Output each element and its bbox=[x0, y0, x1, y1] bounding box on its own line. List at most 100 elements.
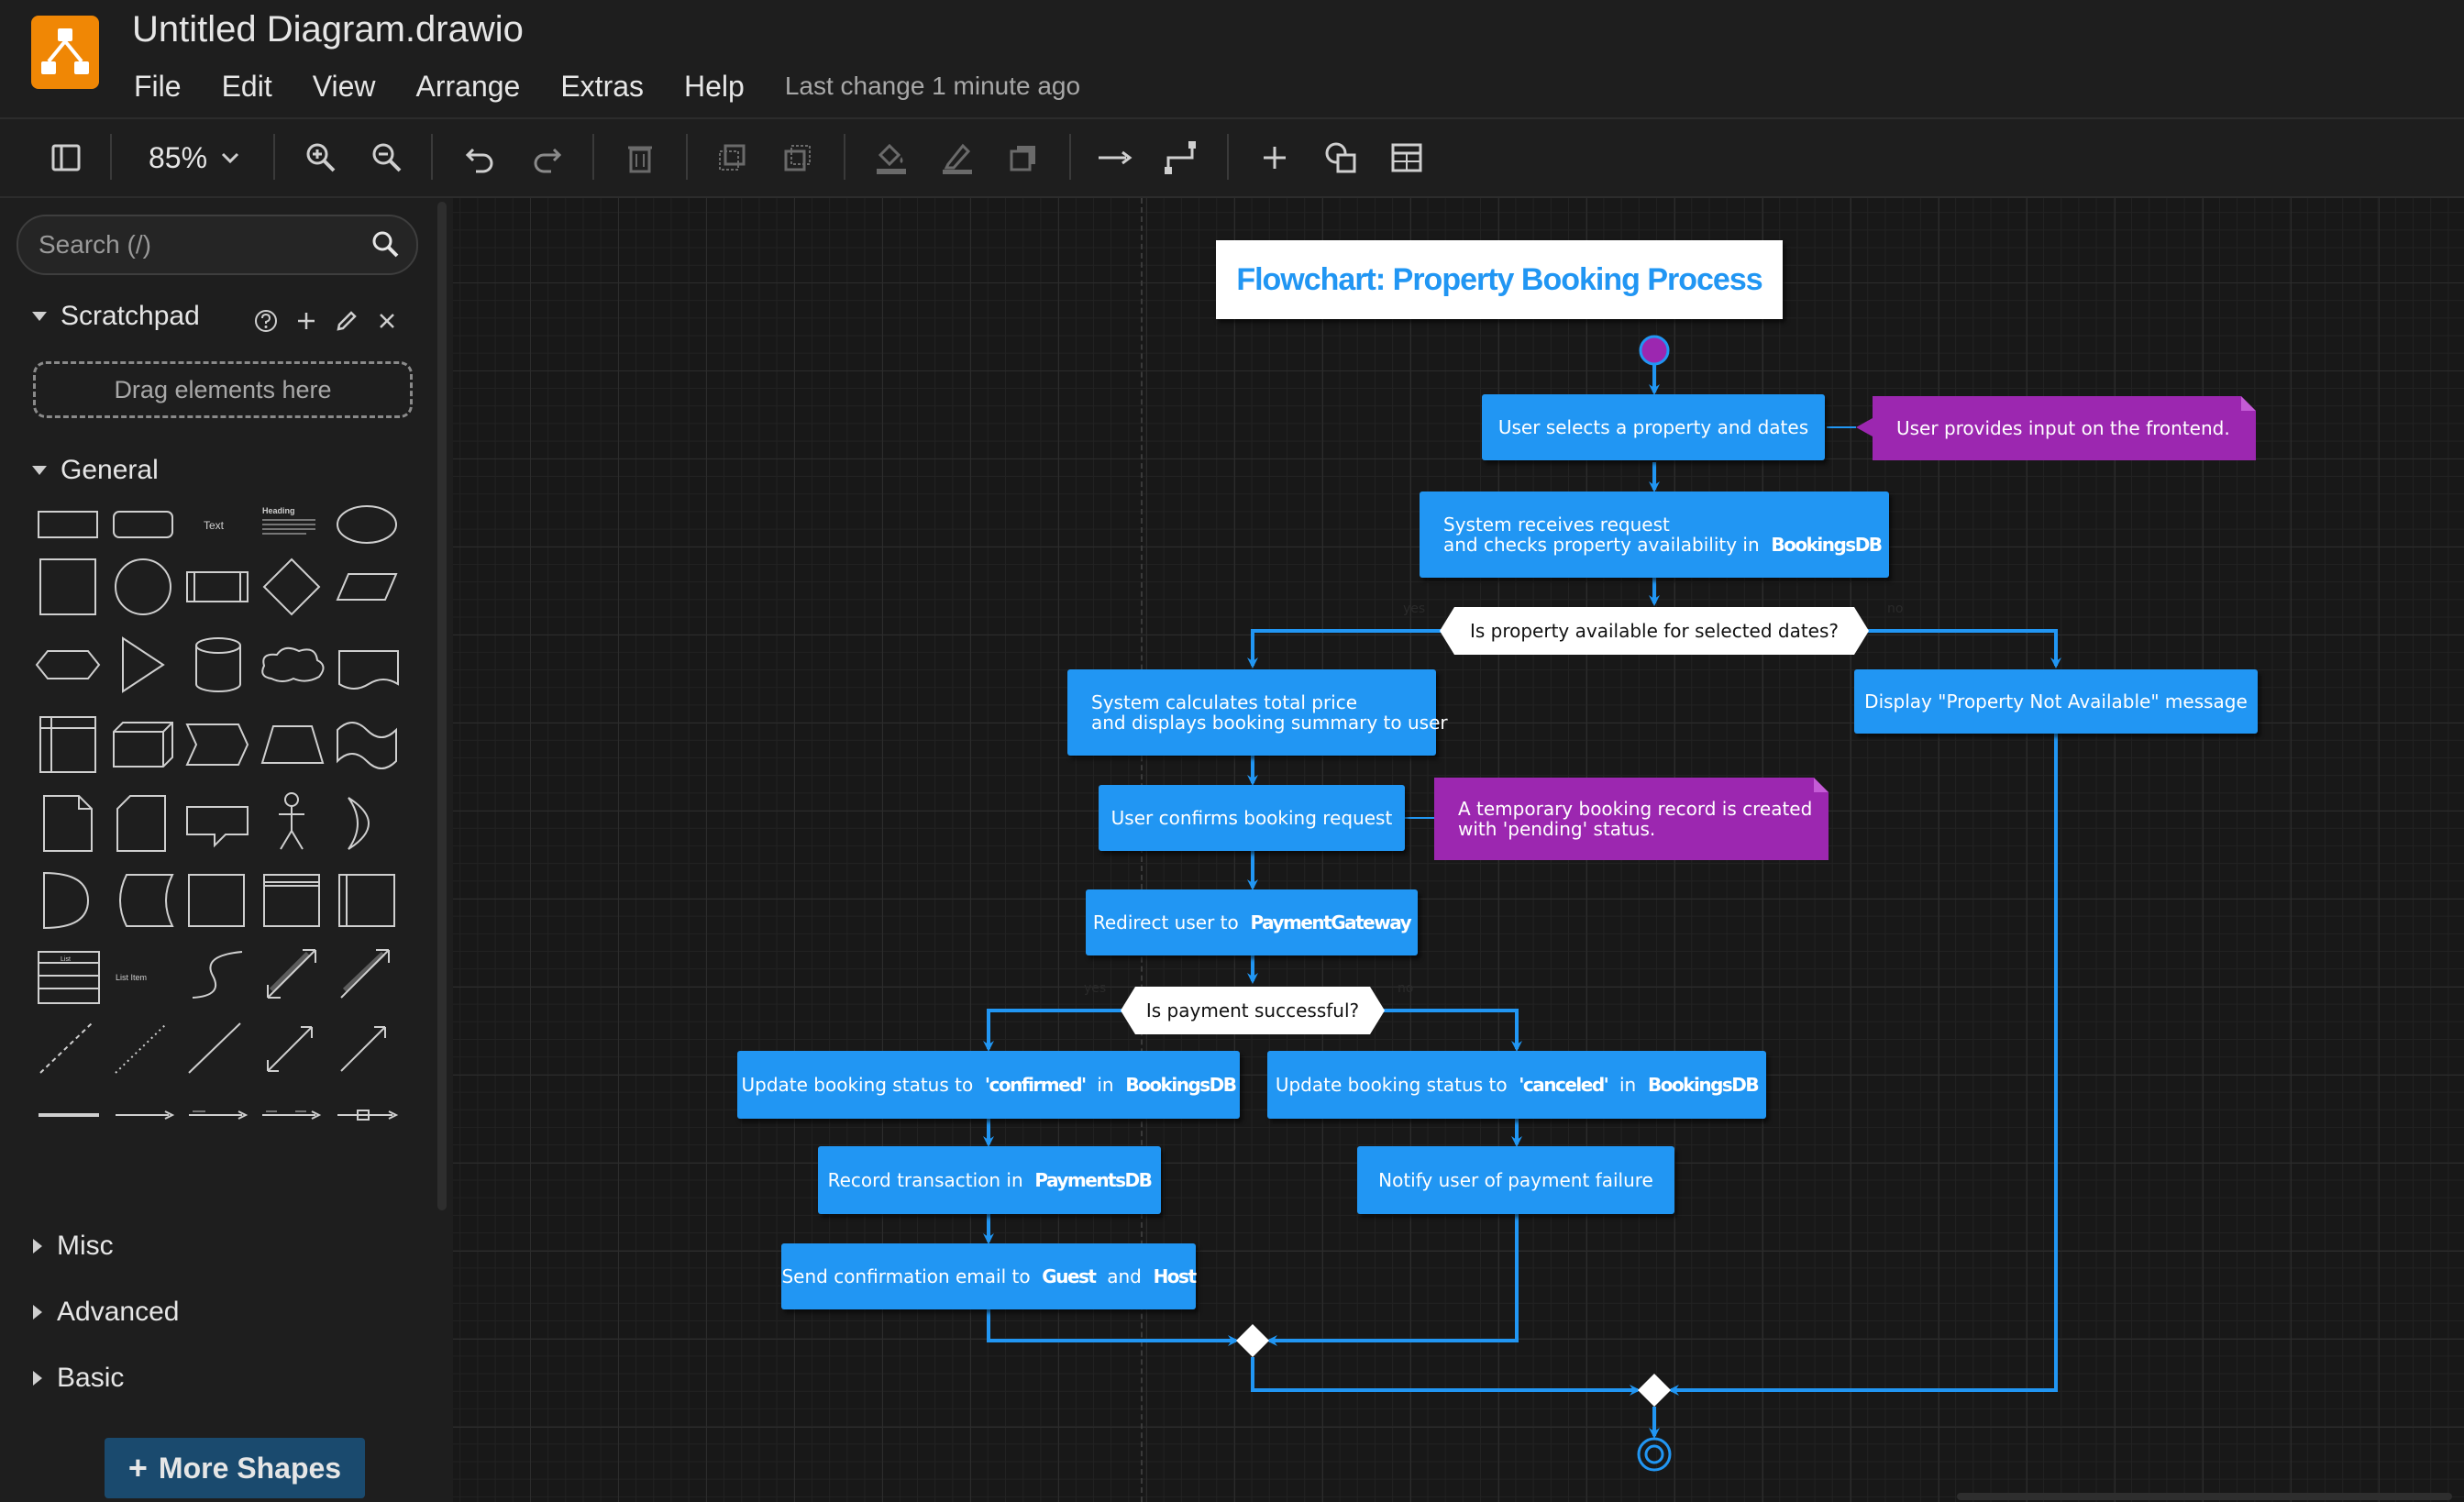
delay-shape[interactable] bbox=[43, 871, 90, 930]
node-record-transaction[interactable]: Record transaction in PaymentsDB bbox=[818, 1146, 1161, 1214]
document-title[interactable]: Untitled Diagram.drawio bbox=[132, 9, 524, 50]
diagram-canvas[interactable]: Flowchart: Property Booking Process User… bbox=[453, 198, 2464, 1502]
line-shape[interactable] bbox=[188, 1022, 241, 1074]
page-shape[interactable] bbox=[188, 874, 245, 927]
connector-notify-to-merge[interactable] bbox=[1266, 1214, 1519, 1346]
connector-email-to-merge[interactable] bbox=[987, 1309, 1239, 1346]
search-input[interactable] bbox=[37, 227, 352, 262]
callout-shape[interactable] bbox=[186, 806, 249, 848]
search-icon[interactable] bbox=[370, 229, 400, 259]
square-shape[interactable] bbox=[39, 558, 96, 615]
scratchpad-drop-zone[interactable]: Drag elements here bbox=[33, 361, 413, 418]
final-merge-node[interactable] bbox=[1638, 1374, 1671, 1407]
scratchpad-add-button[interactable] bbox=[286, 301, 326, 341]
parallelogram-shape[interactable] bbox=[336, 573, 398, 601]
zoom-out-button[interactable] bbox=[361, 132, 413, 183]
misc-header[interactable]: Misc bbox=[31, 1231, 114, 1262]
decision-payment[interactable]: Is payment successful? bbox=[1121, 987, 1385, 1034]
menu-help[interactable]: Help bbox=[684, 69, 745, 103]
connector-with-two-labels-shape[interactable] bbox=[189, 1110, 249, 1120]
zoom-select[interactable]: 85% bbox=[138, 132, 248, 183]
insert-button[interactable] bbox=[1249, 132, 1300, 183]
connection-style-button[interactable] bbox=[1089, 132, 1141, 183]
bidirectional-arrow-shape[interactable] bbox=[267, 949, 316, 999]
text-shape[interactable]: Text bbox=[204, 519, 225, 532]
trapezoid-shape[interactable] bbox=[260, 725, 325, 764]
dotted-line-shape[interactable] bbox=[115, 1022, 168, 1074]
note-temp-record[interactable]: A temporary booking record is created wi… bbox=[1434, 778, 1829, 860]
note-shape[interactable] bbox=[43, 795, 93, 852]
canvas-horizontal-scrollbar[interactable] bbox=[1957, 1493, 2452, 1500]
document-shape[interactable] bbox=[338, 650, 399, 690]
note-frontend-input[interactable]: User provides input on the frontend. bbox=[1873, 396, 2256, 460]
start-node[interactable] bbox=[1639, 335, 1670, 366]
connector-merge-to-final-merge[interactable] bbox=[1251, 1357, 1641, 1396]
triangle-shape[interactable] bbox=[122, 636, 165, 693]
node-select-property[interactable]: User selects a property and dates bbox=[1482, 394, 1825, 460]
stored-data-shape[interactable] bbox=[119, 874, 174, 927]
last-change-status[interactable]: Last change 1 minute ago bbox=[784, 72, 1081, 100]
node-update-confirmed[interactable]: Update booking status to 'confirmed' in … bbox=[737, 1051, 1240, 1119]
curve-shape[interactable] bbox=[192, 951, 243, 999]
connector-decision-no[interactable] bbox=[1867, 629, 2061, 668]
rounded-rectangle-shape[interactable] bbox=[113, 511, 173, 538]
general-header[interactable]: General bbox=[31, 455, 159, 486]
directional-connector-shape[interactable] bbox=[340, 1026, 386, 1072]
fill-color-button[interactable] bbox=[866, 132, 917, 183]
sidebar-toggle-button[interactable] bbox=[40, 132, 92, 183]
internal-storage-shape[interactable] bbox=[39, 716, 96, 773]
node-confirm-booking[interactable]: User confirms booking request bbox=[1099, 785, 1405, 851]
node-not-available[interactable]: Display "Property Not Available" message bbox=[1854, 669, 2258, 734]
node-redirect-gateway[interactable]: Redirect user to PaymentGateway bbox=[1086, 889, 1418, 955]
tape-shape[interactable] bbox=[337, 722, 397, 769]
menu-file[interactable]: File bbox=[134, 69, 182, 103]
sidebar-scrollbar[interactable] bbox=[435, 198, 449, 1502]
scratchpad-help-button[interactable] bbox=[246, 301, 286, 341]
actor-shape[interactable] bbox=[279, 792, 304, 850]
connector-decision-yes[interactable] bbox=[1247, 629, 1442, 668]
end-node[interactable] bbox=[1637, 1437, 1672, 1472]
advanced-header[interactable]: Advanced bbox=[31, 1297, 179, 1328]
list-shape[interactable]: List bbox=[38, 951, 100, 1004]
to-front-button[interactable] bbox=[706, 132, 757, 183]
shapes-button[interactable] bbox=[1315, 132, 1366, 183]
list-item-shape[interactable]: List Item bbox=[116, 973, 147, 982]
node-send-email[interactable]: Send confirmation email to Guest and Hos… bbox=[781, 1243, 1197, 1309]
connector-with-three-labels-shape[interactable] bbox=[262, 1110, 322, 1120]
cylinder-shape[interactable] bbox=[195, 637, 241, 692]
cloud-shape[interactable] bbox=[261, 646, 325, 682]
circle-shape[interactable] bbox=[115, 558, 171, 615]
menu-edit[interactable]: Edit bbox=[221, 69, 272, 103]
waypoints-button[interactable] bbox=[1155, 132, 1207, 183]
cube-shape[interactable] bbox=[113, 722, 173, 768]
rectangle-shape[interactable] bbox=[38, 511, 98, 538]
connector-with-symbol-shape[interactable] bbox=[337, 1110, 399, 1121]
or-shape[interactable] bbox=[348, 797, 370, 850]
table-button[interactable] bbox=[1381, 132, 1432, 183]
line-color-button[interactable] bbox=[932, 132, 983, 183]
redo-button[interactable] bbox=[521, 132, 572, 183]
more-shapes-button[interactable]: + More Shapes bbox=[105, 1438, 365, 1498]
connector-notavailable-to-final-merge[interactable] bbox=[1668, 734, 2058, 1396]
connector-payment-yes[interactable] bbox=[983, 1009, 1122, 1052]
sidebar-scrollbar-thumb[interactable] bbox=[437, 202, 447, 1210]
diamond-shape[interactable] bbox=[262, 558, 321, 616]
connector-payment-no[interactable] bbox=[1383, 1009, 1522, 1052]
merge-node[interactable] bbox=[1236, 1324, 1269, 1357]
node-notify-failure[interactable]: Notify user of payment failure bbox=[1357, 1146, 1674, 1214]
shadow-button[interactable] bbox=[998, 132, 1049, 183]
heading-shape[interactable]: Heading bbox=[262, 506, 315, 535]
vertical-container-shape[interactable] bbox=[338, 874, 395, 927]
frame-shape[interactable] bbox=[263, 874, 320, 927]
node-calc-price[interactable]: System calculates total price and displa… bbox=[1067, 669, 1448, 756]
to-back-button[interactable] bbox=[772, 132, 823, 183]
zoom-in-button[interactable] bbox=[295, 132, 347, 183]
dashed-line-shape[interactable] bbox=[39, 1022, 93, 1074]
menu-view[interactable]: View bbox=[312, 69, 376, 103]
undo-button[interactable] bbox=[455, 132, 506, 183]
decision-availability[interactable]: Is property available for selected dates… bbox=[1440, 607, 1869, 655]
process-shape[interactable] bbox=[186, 571, 249, 602]
diagram-title-box[interactable]: Flowchart: Property Booking Process bbox=[1216, 240, 1783, 319]
bidirectional-connector-shape[interactable] bbox=[267, 1026, 313, 1072]
basic-header[interactable]: Basic bbox=[31, 1363, 124, 1394]
